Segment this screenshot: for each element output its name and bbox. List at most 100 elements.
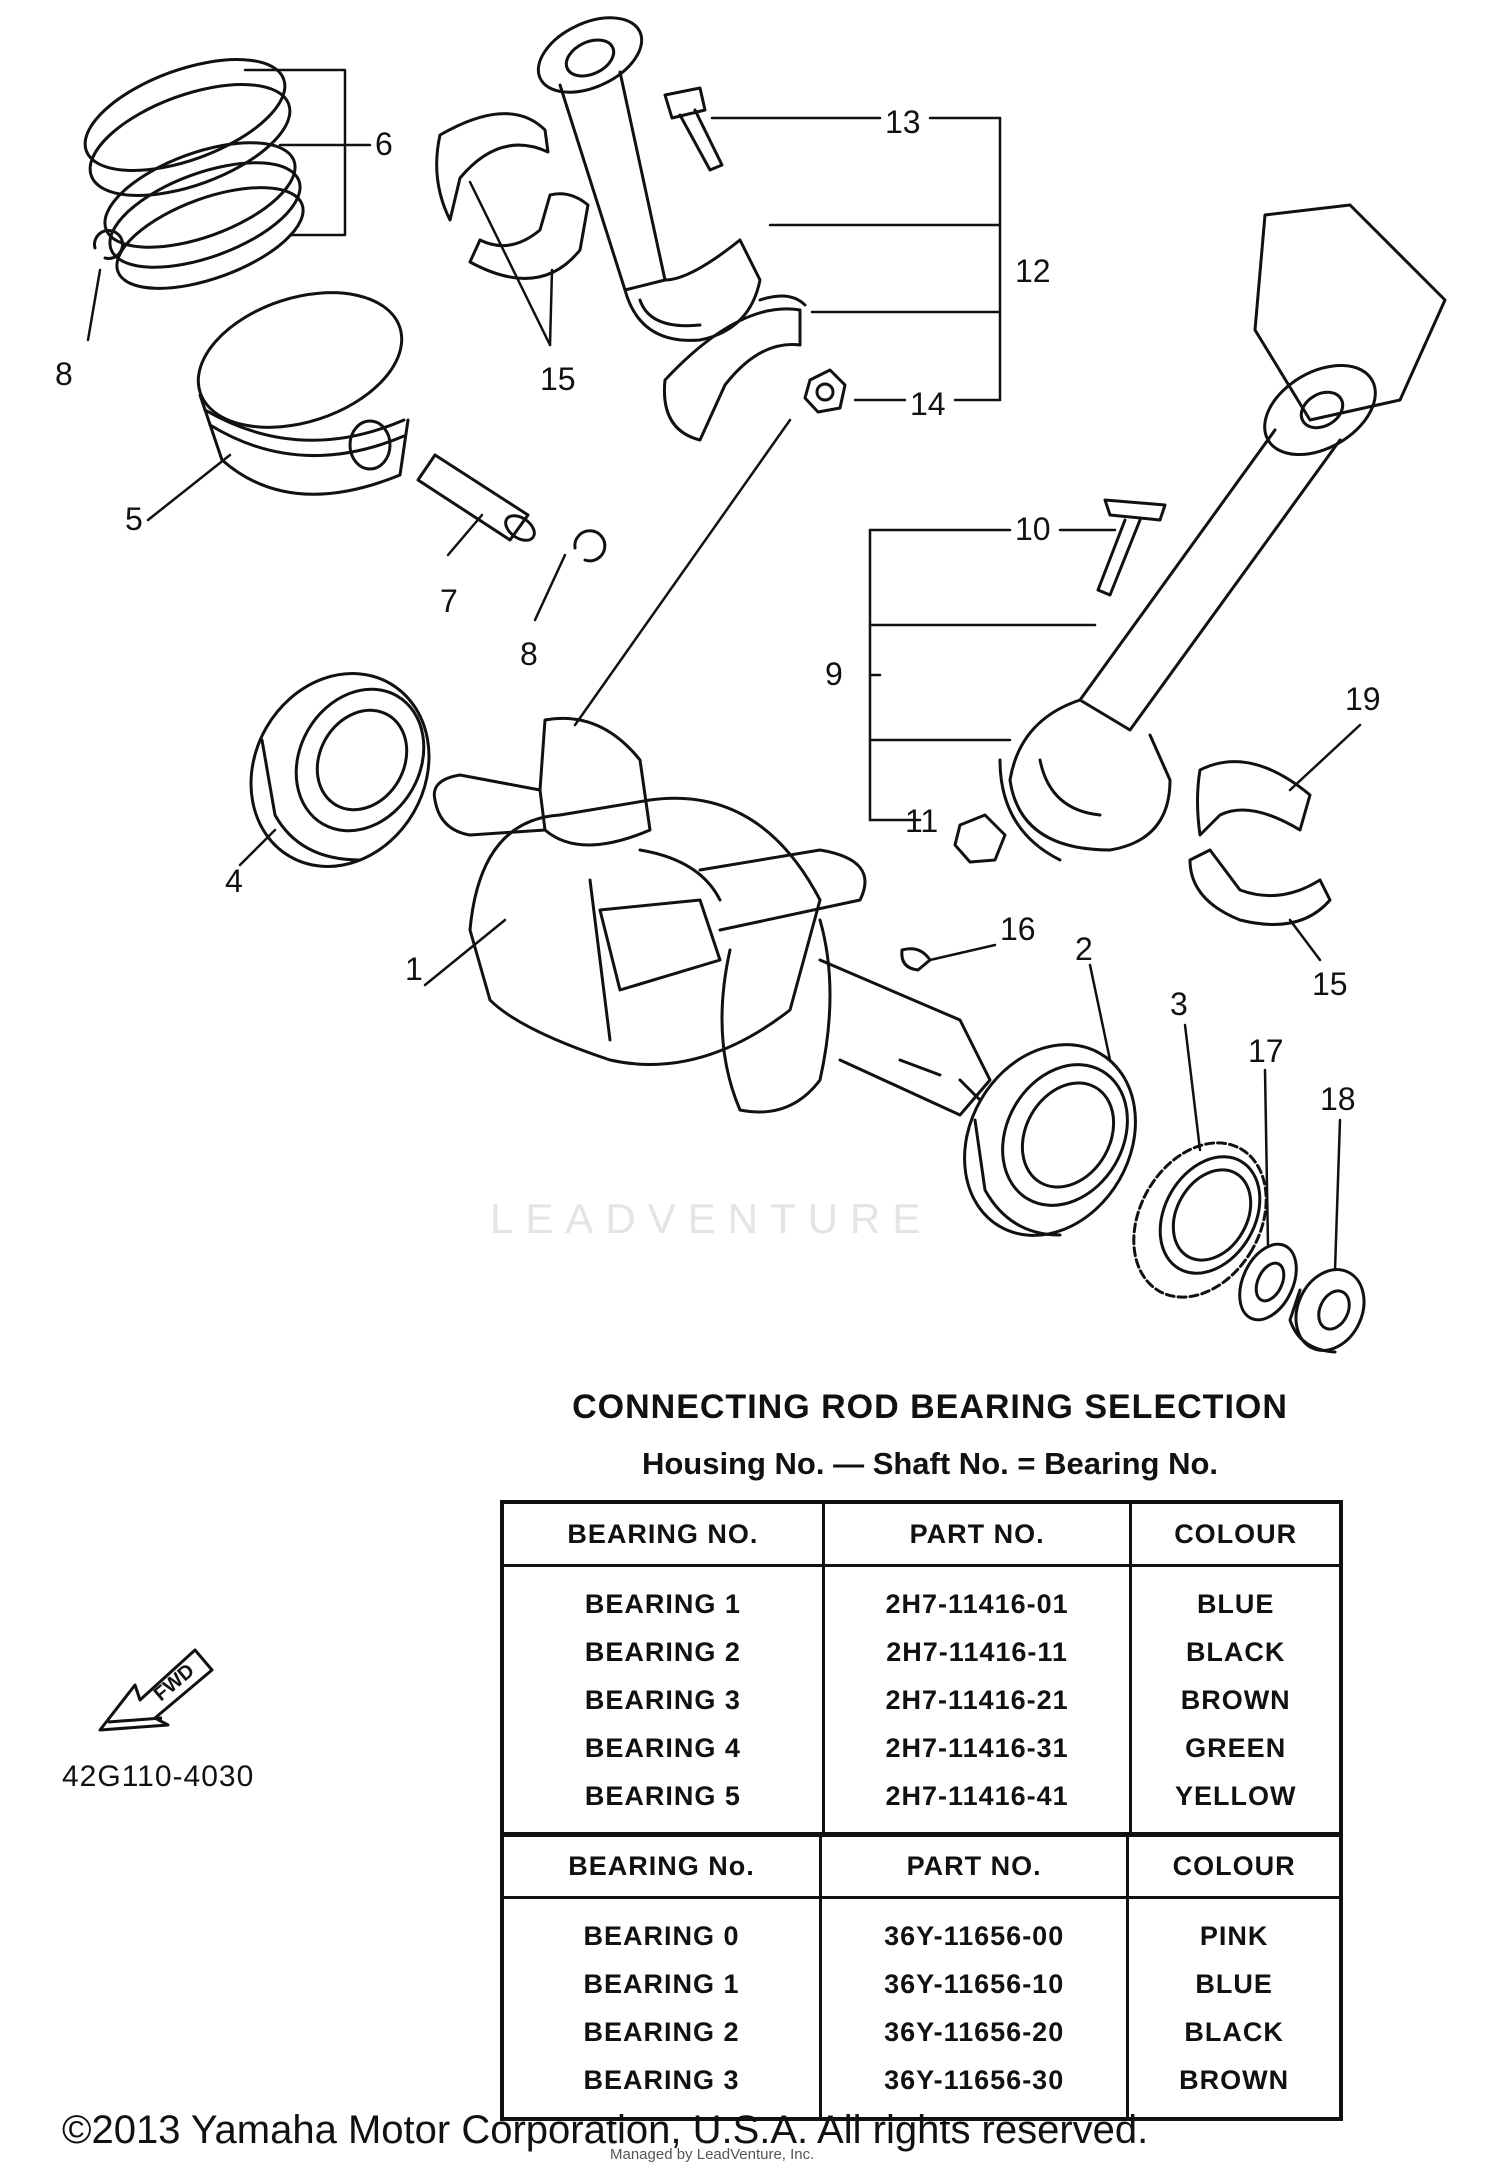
callout-10: 10 [1015, 511, 1051, 547]
cell-part-no: 2H7-11416-21 [823, 1676, 1133, 1724]
fwd-arrow-icon: FWD [98, 1648, 214, 1732]
diagram-code: 42G110-4030 [62, 1760, 255, 1793]
header-bearing-no: BEARING No. [502, 1834, 823, 1899]
table-row: BEARING 2 2H7-11416-11 BLACK [502, 1628, 1341, 1676]
callout-4: 4 [225, 863, 243, 899]
callout-11: 11 [905, 803, 938, 839]
callout-15b: 15 [1312, 966, 1348, 1002]
cell-bearing: BEARING 2 [502, 1628, 825, 1676]
table-row: BEARING 1 36Y-11656-10 BLUE [502, 1960, 1341, 2008]
cell-part-no: 36Y-11656-20 [820, 2008, 1130, 2056]
cell-part-no: 2H7-11416-01 [823, 1565, 1133, 1628]
table-row: BEARING 4 2H7-11416-31 GREEN [502, 1724, 1341, 1772]
callout-8a: 8 [55, 356, 73, 392]
cell-bearing: BEARING 3 [502, 1676, 825, 1724]
cell-colour: BLACK [1184, 2016, 1284, 2047]
exploded-parts-diagram: 6 8 5 7 8 13 12 15 14 10 9 11 19 15 4 1 … [55, 16, 1447, 1354]
selection-title: CONNECTING ROD BEARING SELECTION [572, 1388, 1288, 1426]
cell-colour: BROWN [1180, 1684, 1291, 1715]
circlip-lower [573, 529, 607, 563]
crankshaft [432, 716, 992, 1117]
cell-part-no: 2H7-11416-11 [823, 1628, 1133, 1676]
callout-13: 13 [885, 104, 921, 140]
piston [196, 291, 410, 496]
table-header-row: BEARING NO. PART NO. COLOUR [502, 1502, 1341, 1567]
callout-3: 3 [1170, 986, 1188, 1022]
piston-pin [416, 453, 536, 542]
cell-colour: BLUE [1196, 1588, 1275, 1619]
table-row: BEARING 5 2H7-11416-41 YELLOW [502, 1772, 1341, 1835]
table-header-row: BEARING No. PART NO. COLOUR [502, 1834, 1341, 1899]
connecting-rod-lower [998, 203, 1447, 862]
callout-9: 9 [825, 656, 843, 692]
credit-line: Managed by LeadVenture, Inc. [610, 2146, 815, 2163]
header-bearing-no: BEARING NO. [502, 1502, 825, 1567]
cell-part-no: 36Y-11656-10 [820, 1960, 1130, 2008]
fwd-arrow-label: FWD [150, 1660, 199, 1706]
cell-colour: YELLOW [1174, 1780, 1297, 1811]
header-colour: COLOUR [1130, 1502, 1341, 1567]
callout-15a: 15 [540, 361, 576, 397]
cell-bearing: BEARING 4 [502, 1724, 825, 1772]
callout-2: 2 [1075, 931, 1093, 967]
bearing-table-2: BEARING No. PART NO. COLOUR BEARING 0 36… [500, 1832, 1343, 2121]
table-row: BEARING 1 2H7-11416-01 BLUE [502, 1565, 1341, 1628]
callout-8b: 8 [520, 636, 538, 672]
connecting-rod-upper [536, 16, 762, 342]
cell-bearing: BEARING 1 [502, 1565, 825, 1628]
rod-nut-lower [953, 813, 1007, 864]
copyright-notice: ©2013 Yamaha Motor Corporation, U.S.A. A… [62, 2108, 1149, 2152]
drive-gear [1132, 1141, 1268, 1299]
main-bearing-left [249, 672, 431, 868]
cell-bearing: BEARING 5 [502, 1772, 825, 1835]
bearing-shells-upper [435, 112, 590, 280]
callout-16: 16 [1000, 911, 1036, 947]
callout-7: 7 [440, 583, 458, 619]
watermark: LEADVENTURE [490, 1195, 933, 1242]
selection-formula: Housing No. — Shaft No. = Bearing No. [641, 1446, 1219, 1481]
cell-part-no: 36Y-11656-30 [820, 2056, 1130, 2119]
callout-6: 6 [375, 126, 393, 162]
header-part-no: PART NO. [820, 1834, 1130, 1899]
cell-colour: GREEN [1185, 1732, 1287, 1763]
washer [1238, 1242, 1298, 1322]
piston-rings [83, 58, 305, 290]
callout-1: 1 [405, 951, 423, 987]
main-bearing-right [963, 1043, 1137, 1237]
callout-14: 14 [910, 386, 946, 422]
callout-12: 12 [1015, 253, 1051, 289]
table-row: BEARING 2 36Y-11656-20 BLACK [502, 2008, 1341, 2056]
cell-colour: BLACK [1185, 1636, 1286, 1667]
callout-numbers: 6 8 5 7 8 13 12 15 14 10 9 11 19 15 4 1 … [55, 104, 1381, 1117]
rod-nut-upper [803, 368, 847, 414]
leader-lines-upper [86, 68, 1002, 727]
header-part-no: PART NO. [823, 1502, 1133, 1567]
table-row: BEARING 3 2H7-11416-21 BROWN [502, 1676, 1341, 1724]
crank-nut [1288, 1268, 1366, 1354]
rod-bolt-lower [1096, 498, 1167, 597]
bearing-table-1: BEARING NO. PART NO. COLOUR BEARING 1 2H… [500, 1500, 1343, 1837]
cell-part-no: 2H7-11416-31 [823, 1724, 1133, 1772]
rod-bolt-upper [663, 86, 724, 172]
table-row: BEARING 0 36Y-11656-00 PINK [502, 1897, 1341, 1960]
callout-17: 17 [1248, 1033, 1284, 1069]
table-row: BEARING 3 36Y-11656-30 BROWN [502, 2056, 1341, 2119]
cell-part-no: 36Y-11656-00 [820, 1897, 1130, 1960]
cell-colour: BLUE [1195, 1968, 1273, 1999]
callout-5: 5 [125, 501, 143, 537]
cell-bearing: BEARING 2 [502, 2008, 823, 2056]
header-colour: COLOUR [1127, 1834, 1341, 1899]
callout-19: 19 [1345, 681, 1381, 717]
bearing-shells-lower [1188, 760, 1332, 926]
rod-cap-upper [662, 294, 807, 442]
callout-18: 18 [1320, 1081, 1356, 1117]
cell-bearing: BEARING 3 [502, 2056, 823, 2119]
leader-lines-lower [238, 528, 1362, 1272]
woodruff-key [900, 947, 932, 972]
cell-bearing: BEARING 1 [502, 1960, 823, 2008]
circlip-upper [93, 229, 124, 260]
cell-bearing: BEARING 0 [502, 1897, 823, 1960]
cell-part-no: 2H7-11416-41 [823, 1772, 1133, 1835]
cell-colour: PINK [1199, 1920, 1269, 1951]
cell-colour: BROWN [1179, 2064, 1290, 2095]
